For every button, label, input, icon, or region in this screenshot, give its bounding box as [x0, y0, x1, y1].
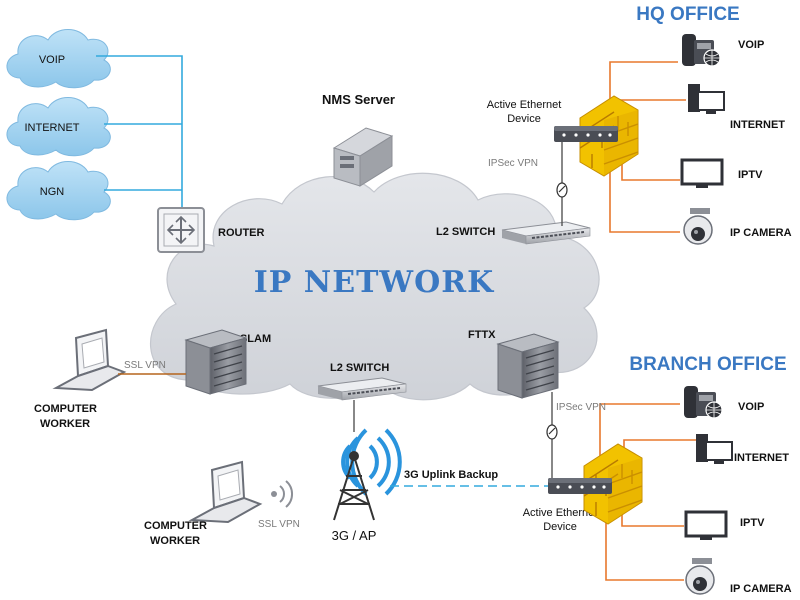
- cloud-ngn-label: NGN: [40, 186, 65, 198]
- cloud-voip-label: VOIP: [39, 54, 65, 66]
- cloud-ngn: [6, 161, 111, 221]
- hq-internet-computer-icon: [688, 84, 725, 114]
- branch-iptv-icon: [684, 510, 728, 540]
- nms-server-label: NMS Server: [322, 92, 395, 107]
- hq-endpoint-internet: INTERNET: [730, 119, 785, 131]
- worker-2-line2: WORKER: [150, 535, 200, 547]
- branch-endpoint-voip: VOIP: [738, 401, 764, 413]
- l2-switch-top-label: L2 SWITCH: [436, 226, 495, 238]
- worker-1-line2: WORKER: [40, 418, 90, 430]
- branch-endpoint-internet: INTERNET: [734, 452, 789, 464]
- hq-ethernet-device-icon: [554, 126, 618, 142]
- cloud-voip: [6, 29, 111, 89]
- branch-endpoint-iptv: IPTV: [740, 517, 765, 529]
- fttx-icon: [496, 333, 560, 399]
- hq-device-line1: Active Ethernet: [487, 99, 562, 111]
- ip-network-title: IP NETWORK: [254, 265, 494, 300]
- ap-label: 3G / AP: [332, 528, 377, 543]
- worker-2-line1: COMPUTER: [144, 520, 207, 532]
- branch-endpoint-ip-camera: IP CAMERA: [730, 583, 792, 595]
- ipsec-top-label: IPSec VPN: [488, 158, 538, 169]
- hq-endpoint-voip: VOIP: [738, 39, 764, 51]
- branch-voip-phone-icon: [684, 386, 723, 419]
- hq-voip-phone-icon: [682, 34, 721, 67]
- laptop-icon-2: [188, 460, 263, 524]
- uplink-label: 3G Uplink Backup: [404, 469, 498, 481]
- fttx-label: FTTX: [468, 329, 496, 341]
- hq-endpoint-ip-camera: IP CAMERA: [730, 227, 792, 239]
- l2-switch-bottom-icon: [317, 377, 407, 401]
- hq-vpn-lock-icon: [556, 182, 568, 198]
- laptop-icon: [52, 328, 127, 392]
- router-label: ROUTER: [218, 227, 265, 239]
- nms-server-icon: [332, 127, 394, 187]
- hq-iptv-icon: [680, 158, 724, 188]
- hq-office-title: HQ OFFICE: [636, 4, 739, 25]
- router-icon: [157, 207, 205, 253]
- hq-endpoint-iptv: IPTV: [738, 169, 763, 181]
- branch-vpn-lock-icon: [546, 424, 558, 440]
- hq-ip-camera-icon: [683, 208, 713, 245]
- branch-ip-camera-icon: [685, 558, 715, 595]
- cloud-router-links: [96, 55, 183, 208]
- branch-ethernet-device-icon: [548, 478, 612, 494]
- worker-1-line1: COMPUTER: [34, 403, 97, 415]
- cloud-internet: [6, 97, 111, 157]
- branch-device-line1: Active Ethernet: [523, 507, 598, 519]
- hq-device-line2: Device: [507, 113, 541, 125]
- wireless-signal-icon: [271, 480, 293, 508]
- dslam-icon: [184, 329, 248, 395]
- branch-office-title: BRANCH OFFICE: [629, 354, 786, 375]
- l2-switch-top-icon: [501, 221, 591, 245]
- cloud-internet-label: INTERNET: [25, 122, 80, 134]
- l2-switch-bottom-label: L2 SWITCH: [330, 362, 389, 374]
- ssl-vpn-2-label: SSL VPN: [258, 519, 300, 530]
- antenna-tower-icon: [333, 428, 402, 521]
- ssl-vpn-1-label: SSL VPN: [124, 360, 166, 371]
- ipsec-bottom-label: IPSec VPN: [556, 402, 606, 413]
- branch-internet-computer-icon: [696, 434, 733, 464]
- branch-device-line2: Device: [543, 521, 577, 533]
